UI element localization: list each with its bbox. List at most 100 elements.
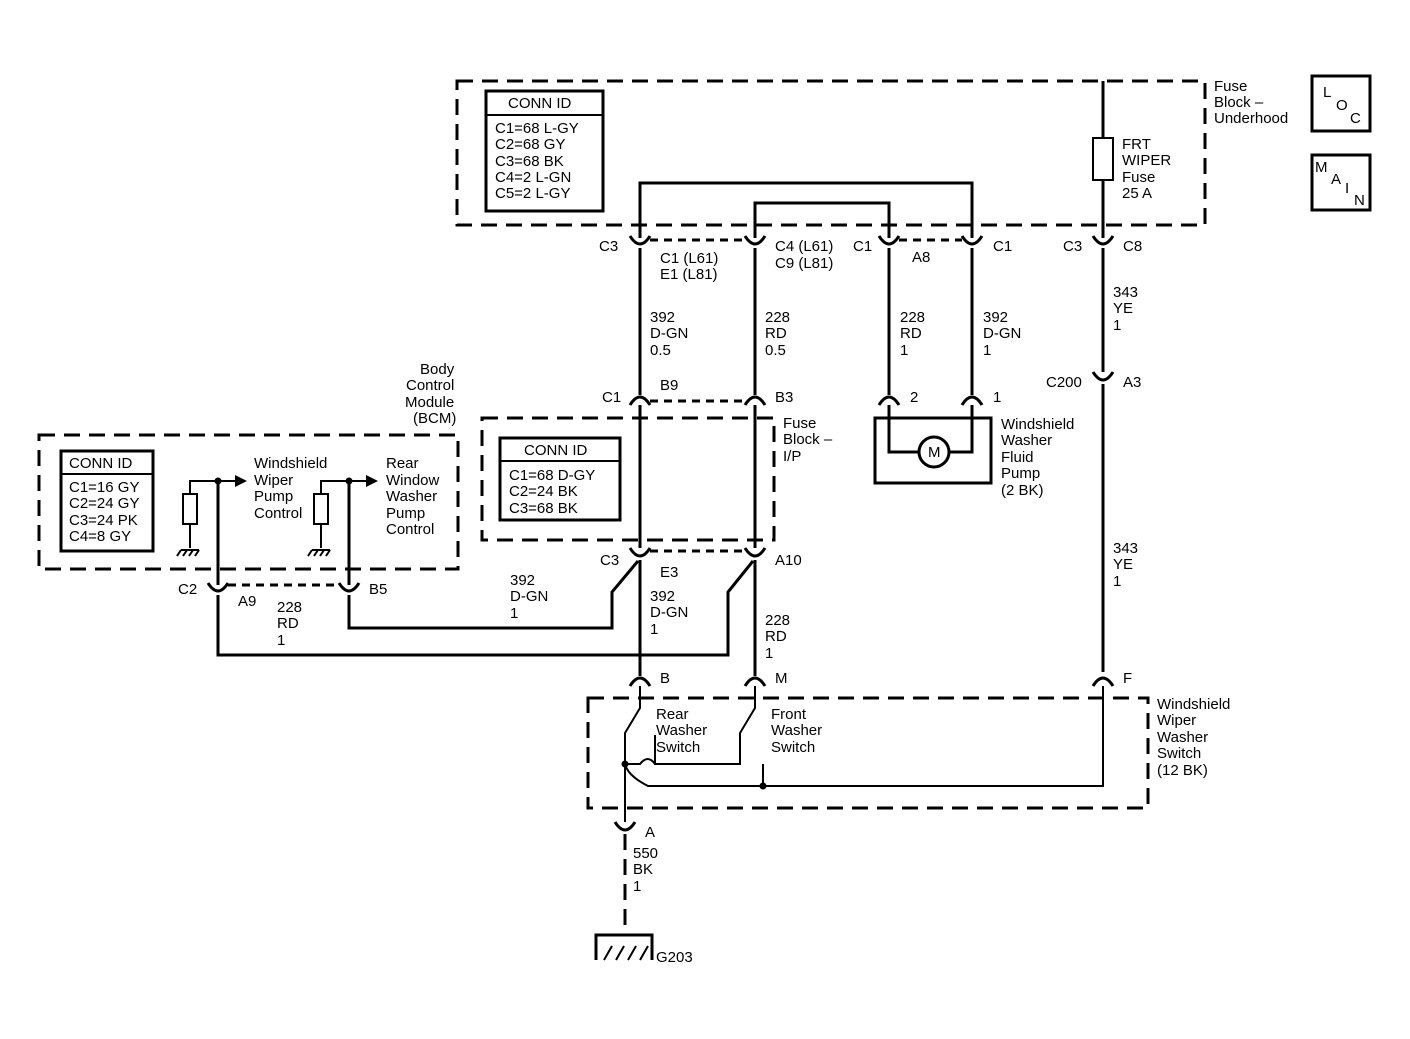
underhood-conn-c4: C4=2 L-GN xyxy=(495,169,571,186)
fuse-block-underhood-label-3: Underhood xyxy=(1214,110,1288,127)
rear-switch-label-2: Washer xyxy=(656,722,707,739)
underhood-conn-c5: C5=2 L-GY xyxy=(495,185,570,202)
switch-label-4: Switch xyxy=(1157,745,1201,762)
bcm-conn-id-title: CONN ID xyxy=(69,455,133,472)
fuse-block-underhood-label-1: Fuse xyxy=(1214,78,1247,95)
fuse-block-ip-label-2: Block – xyxy=(783,431,833,448)
fuse-block-underhood: Fuse Block – Underhood CONN ID C1=68 L-G… xyxy=(455,78,1288,227)
wire-228-pump-3: 1 xyxy=(900,342,908,359)
switch-label-2: Wiper xyxy=(1157,712,1196,729)
bcm-conn-c2: C2=24 GY xyxy=(69,495,139,512)
underhood-conn-c2: C2=68 GY xyxy=(495,136,565,153)
rear-switch-label-1: Rear xyxy=(656,706,689,723)
wire-228-pump-1: 228 xyxy=(900,309,925,326)
fuse-label-4: 25 A xyxy=(1122,185,1152,202)
pump-label-4: Pump xyxy=(1001,465,1040,482)
pump-label-3: Fluid xyxy=(1001,449,1034,466)
upper-wires: 392 D-GN 0.5 228 RD 0.5 228 RD 1 392 D-G… xyxy=(638,248,1138,395)
ip-conn-id-table: CONN ID C1=68 D-GY C2=24 BK C3=68 BK xyxy=(498,436,622,522)
wire-392-bcm-1: 392 xyxy=(510,572,535,589)
fuse-label-3: Fuse xyxy=(1122,169,1155,186)
pin-b3: B3 xyxy=(775,389,793,406)
loc-letter-l: L xyxy=(1323,84,1331,101)
bcm-connectors: C2 A9 B5 xyxy=(178,581,387,610)
pin-e1-l81: E1 (L81) xyxy=(660,266,718,283)
pin-c200: C200 xyxy=(1046,374,1082,391)
main-button[interactable]: M A I N xyxy=(1310,153,1372,212)
wire-228-bcm-1: 228 xyxy=(277,599,302,616)
bcm-label-4: (BCM) xyxy=(413,410,456,427)
wire-343-mid-2: YE xyxy=(1113,556,1133,573)
loc-button[interactable]: L O C xyxy=(1310,74,1372,133)
wire-550-1: 550 xyxy=(633,845,658,862)
pump-label-5: (2 BK) xyxy=(1001,482,1044,499)
pin-c9-l81: C9 (L81) xyxy=(775,255,833,272)
rear-pump-label-4: Pump xyxy=(386,505,425,522)
rear-pump-label-2: Window xyxy=(386,472,440,489)
wire-343-top-3: 1 xyxy=(1113,317,1121,334)
bcm-label-1: Body xyxy=(420,361,455,378)
wire-228-low-2: RD xyxy=(765,628,787,645)
lower-wires: 392 D-GN 1 228 RD 1 392 D-GN 1 228 RD 1 xyxy=(216,560,790,676)
front-switch-label-3: Switch xyxy=(771,739,815,756)
pin-c1-mid: C1 xyxy=(602,389,621,406)
ws-pump-label-1: Windshield xyxy=(254,455,327,472)
wire-228-low-3: 1 xyxy=(765,645,773,662)
main-letter-n: N xyxy=(1354,192,1365,209)
ground-icon xyxy=(176,549,200,557)
wire-550-2: BK xyxy=(633,861,653,878)
pin-c3-b: C3 xyxy=(1063,238,1082,255)
wire-228-bcm-3: 1 xyxy=(277,632,285,649)
ws-pump-label-2: Wiper xyxy=(254,472,293,489)
loc-letter-o: O xyxy=(1336,97,1348,114)
fuse-block-ip: Fuse Block – I/P CONN ID C1=68 D-GY C2=2… xyxy=(480,405,833,548)
wire-228-pump-2: RD xyxy=(900,325,922,342)
ip-conn-id-title: CONN ID xyxy=(524,442,588,459)
pin-a: A xyxy=(645,824,655,841)
pin-b9: B9 xyxy=(660,377,678,394)
wire-228-top-3: 0.5 xyxy=(765,342,786,359)
pin-c4-l61: C4 (L61) xyxy=(775,238,833,255)
pin-b: B xyxy=(660,670,670,687)
switch-connectors: B M F xyxy=(628,670,1132,687)
ip-conn-c1: C1=68 D-GY xyxy=(509,467,595,484)
c200-connector: C200 A3 343 YE 1 xyxy=(1046,371,1141,672)
bcm-label-3: Module xyxy=(405,394,454,411)
pin-c1-b: C1 xyxy=(993,238,1012,255)
switch-label-3: Washer xyxy=(1157,729,1208,746)
ground-icon xyxy=(603,945,649,961)
pin-a3: A3 xyxy=(1123,374,1141,391)
ip-upper-connectors: C1 B9 B3 xyxy=(602,377,793,406)
wire-392-top-2: D-GN xyxy=(650,325,688,342)
underhood-conn-id-table: CONN ID C1=68 L-GY C2=68 GY C3=68 BK C4=… xyxy=(484,89,605,213)
underhood-internal-wiring xyxy=(638,81,1105,238)
motor-label: M xyxy=(928,444,941,461)
bcm-label-2: Control xyxy=(406,377,454,394)
ws-pump-label-4: Control xyxy=(254,505,302,522)
fuse-block-ip-label-3: I/P xyxy=(783,448,801,465)
pump-label-1: Windshield xyxy=(1001,416,1074,433)
main-letter-m: M xyxy=(1315,159,1328,176)
wire-343-mid-3: 1 xyxy=(1113,573,1121,590)
pin-c8: C8 xyxy=(1123,238,1142,255)
pin-a8: A8 xyxy=(912,249,930,266)
front-switch-label-1: Front xyxy=(771,706,807,723)
rear-pump-control-circuit: Rear Window Washer Pump Control xyxy=(307,455,440,585)
ip-conn-c3: C3=68 BK xyxy=(509,500,578,517)
rear-pump-label-1: Rear xyxy=(386,455,419,472)
switch-label-5: (12 BK) xyxy=(1157,762,1208,779)
fuse-label-2: WIPER xyxy=(1122,152,1171,169)
underhood-conn-c1: C1=68 L-GY xyxy=(495,120,579,137)
arrow-icon xyxy=(235,475,247,487)
switch-label-1: Windshield xyxy=(1157,696,1230,713)
wire-550-3: 1 xyxy=(633,878,641,895)
bcm-conn-c1: C1=16 GY xyxy=(69,479,139,496)
bcm-conn-c4: C4=8 GY xyxy=(69,528,131,545)
wire-392-low-3: 1 xyxy=(650,621,658,638)
pin-e3: E3 xyxy=(660,564,678,581)
wire-392-pump-1: 392 xyxy=(983,309,1008,326)
wire-392-pump-3: 1 xyxy=(983,342,991,359)
top-connectors: C3 C1 (L61) E1 (L81) C4 (L61) C9 (L81) C… xyxy=(599,235,1142,283)
main-letter-i: I xyxy=(1345,180,1349,197)
ip-conn-c2: C2=24 BK xyxy=(509,483,578,500)
